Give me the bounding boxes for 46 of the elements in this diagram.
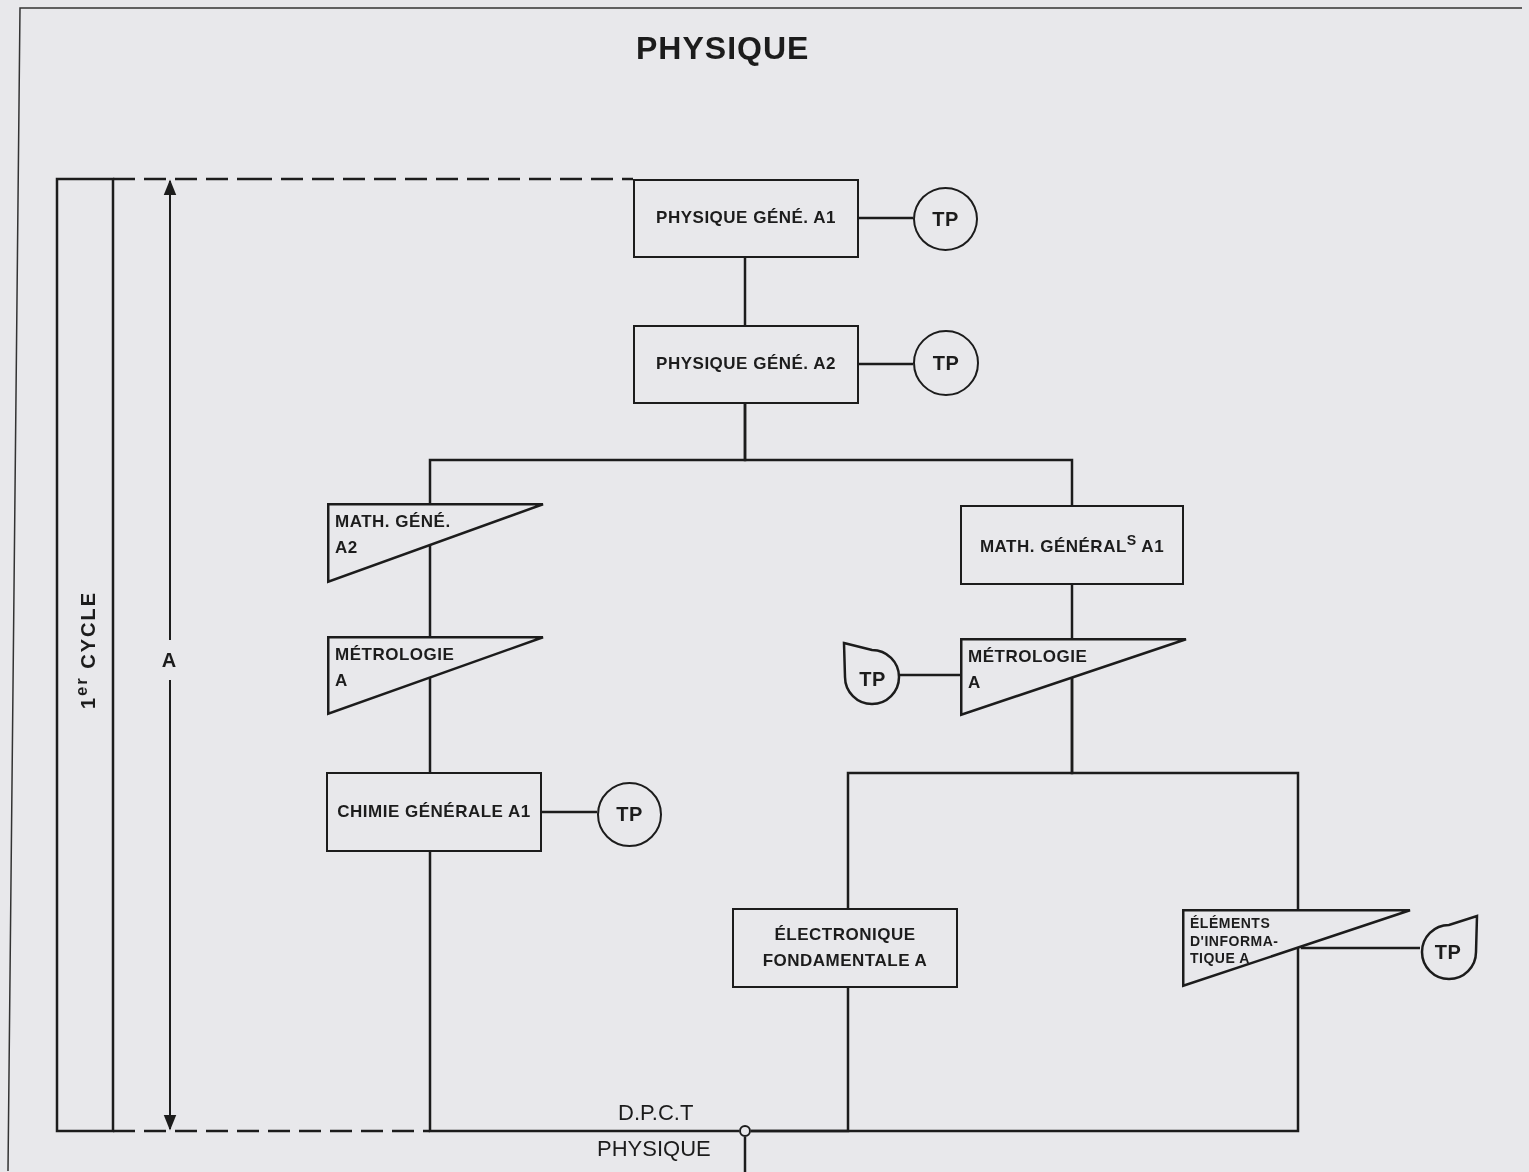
course-triangle: [327, 636, 543, 715]
tp-teardrop: [843, 642, 900, 705]
node-caption: PHYSIQUE: [597, 1136, 711, 1162]
connector-line: [1070, 677, 1300, 909]
connector-line: [428, 544, 432, 636]
tp-circle: [597, 782, 662, 847]
course-label: MATH. GÉNÉRAL$^{S}$ A1: [979, 531, 1165, 558]
course-label: ÉLÉMENTS D'INFORMA-TIQUE A: [1190, 915, 1280, 968]
course-box: [326, 772, 542, 852]
tp-circle: [913, 187, 978, 251]
tp-circle: [913, 330, 979, 396]
course-box: [633, 179, 859, 258]
connector-line: [743, 404, 1074, 505]
course-label: MATH. GÉNÉ. A2: [335, 511, 452, 560]
connector-line: [428, 677, 432, 772]
course-triangle: [1182, 909, 1410, 987]
course-box: [960, 505, 1184, 585]
course-box: [633, 325, 859, 404]
connector-line: [751, 947, 1300, 1133]
tp-label: TP: [859, 667, 886, 692]
connector-line: [542, 810, 597, 814]
tp-teardrop: [1420, 915, 1478, 980]
connector-line: [899, 673, 960, 677]
course-label: CHIMIE GÉNÉRALE A1: [337, 800, 531, 823]
connector-line: [859, 216, 913, 220]
course-label: MÉTROLOGIE A: [968, 646, 1089, 695]
node-caption: D.P.C.T: [618, 1100, 694, 1126]
course-label: PHYSIQUE GÉNÉ. A1: [656, 207, 836, 230]
connector-line: [743, 1137, 747, 1172]
course-label: MÉTROLOGIE A: [335, 644, 456, 693]
course-triangle: [327, 503, 543, 583]
connector-line: [743, 258, 747, 325]
tp-label: TP: [1434, 940, 1462, 965]
tp-label: TP: [616, 802, 643, 827]
tp-label: TP: [932, 350, 960, 376]
connector-line: [859, 362, 913, 366]
diagram-title: PHYSIQUE: [636, 30, 810, 67]
connector-line: [1300, 945, 1420, 950]
course-label: ÉLECTRONIQUE FONDAMENTALE A: [761, 923, 929, 972]
course-triangle: [960, 638, 1186, 716]
junction-circle: [739, 1125, 751, 1137]
connector-line: [428, 852, 739, 1133]
course-label: PHYSIQUE GÉNÉ. A2: [656, 353, 836, 376]
tp-label: TP: [932, 206, 959, 232]
course-box: [732, 908, 958, 988]
connector-line: [1070, 585, 1074, 638]
